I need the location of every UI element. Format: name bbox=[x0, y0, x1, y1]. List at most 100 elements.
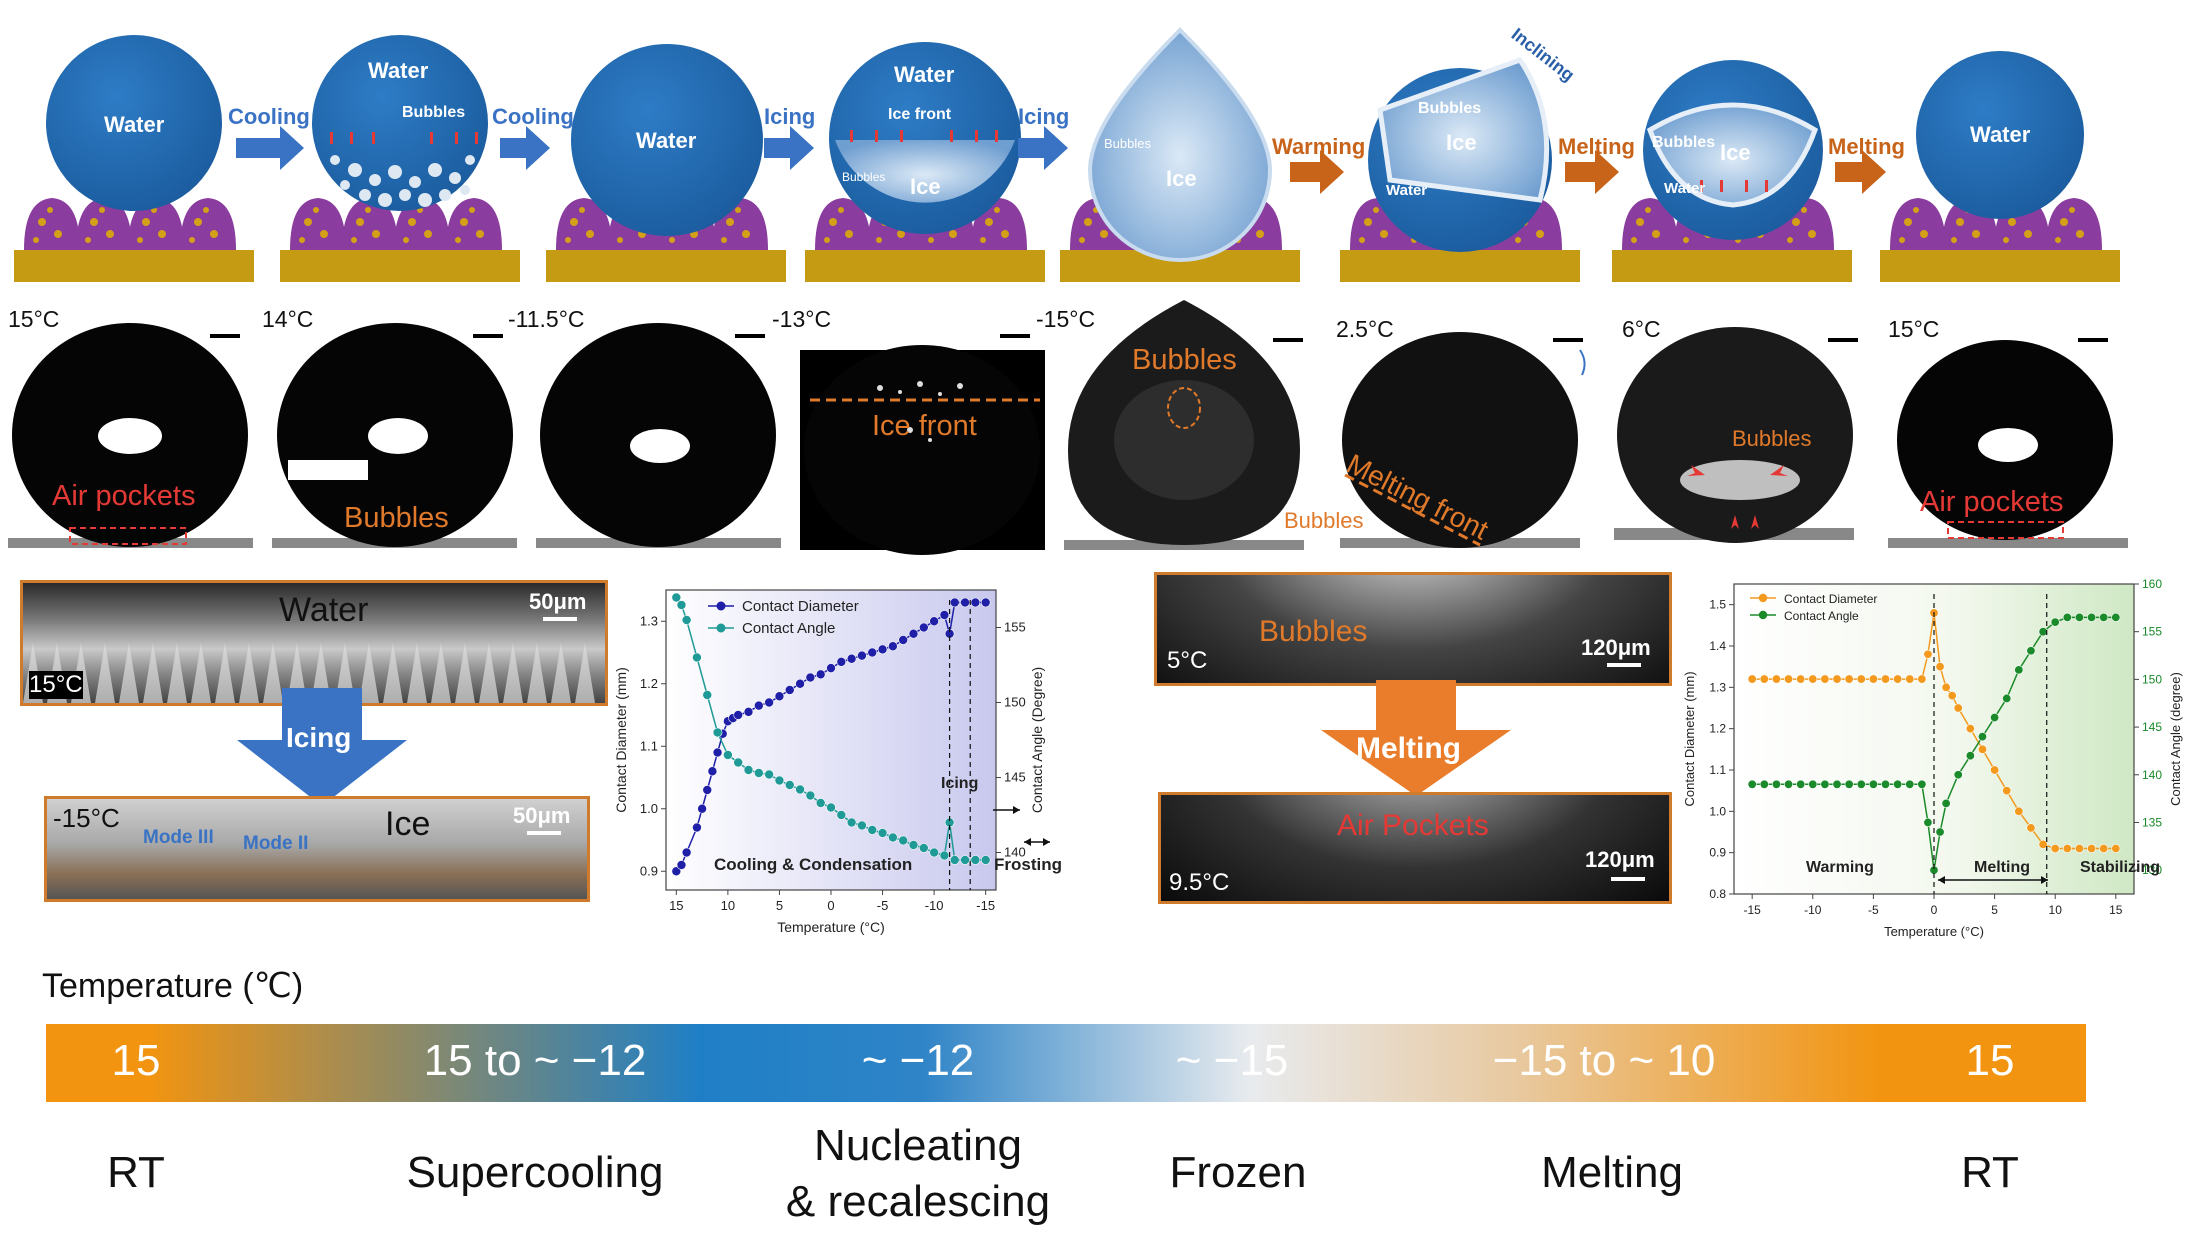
series-point-0 bbox=[712, 747, 723, 758]
x-tick-label: -15 bbox=[1744, 903, 1762, 917]
series-point-0 bbox=[2087, 844, 2097, 854]
series-point-0 bbox=[774, 691, 785, 702]
series-point-0 bbox=[1935, 662, 1945, 672]
series-point-0 bbox=[970, 597, 981, 608]
photo-8-air-pockets: Air pockets bbox=[1920, 486, 2064, 518]
y-left-tick-label: 0.9 bbox=[1709, 846, 1726, 860]
y-right-tick-label: 145 bbox=[2142, 720, 2162, 734]
y-right-tick-label: 155 bbox=[1004, 620, 1026, 635]
y-right-tick-label: 135 bbox=[2142, 815, 2162, 829]
schematic-drop-3 bbox=[546, 44, 786, 282]
series-point-0 bbox=[836, 657, 847, 667]
micro-left-top-label: Water bbox=[279, 591, 369, 629]
legend-label-1: Contact Angle bbox=[742, 620, 835, 637]
micro-left-bottom-scalebar bbox=[527, 831, 561, 835]
temp-value-5: −15 to ~ 10 bbox=[1492, 1036, 1716, 1085]
photo-4-ice-front: Ice front bbox=[872, 410, 977, 442]
series-point-0 bbox=[1784, 674, 1794, 684]
x-tick-label: 15 bbox=[669, 898, 683, 913]
y-left-tick-label: 1.2 bbox=[1709, 722, 1726, 736]
series-point-0 bbox=[697, 803, 707, 814]
annotation-0: Warming bbox=[1806, 859, 1874, 876]
drop-1-label: Water bbox=[104, 112, 165, 137]
series-point-0 bbox=[2038, 839, 2048, 849]
series-point-0 bbox=[929, 616, 939, 627]
series-point-0 bbox=[867, 647, 878, 658]
x-tick-label: -5 bbox=[1868, 903, 1879, 917]
schematic-drop-7 bbox=[1612, 60, 1852, 282]
series-point-1 bbox=[980, 855, 991, 865]
micro-left-mode-iii: Mode III bbox=[143, 827, 214, 848]
legend-marker-1 bbox=[716, 623, 726, 633]
drop-7-label-ice: Ice bbox=[1720, 140, 1751, 165]
y-left-tick-label: 0.9 bbox=[640, 863, 658, 878]
y-right-tick-label: 160 bbox=[2142, 577, 2162, 591]
stage-2: Supercooling bbox=[406, 1148, 664, 1197]
micro-left-bottom-scale: 50μm bbox=[513, 803, 571, 828]
annotation-2: Cooling & Condensation bbox=[714, 855, 912, 874]
series-point-0 bbox=[888, 641, 898, 652]
step-label-cooling-2: Cooling bbox=[492, 104, 574, 129]
series-point-0 bbox=[2050, 844, 2060, 854]
photo-3 bbox=[536, 323, 781, 548]
series-point-0 bbox=[2026, 823, 2036, 833]
series-point-0 bbox=[795, 678, 805, 689]
photo-2-bubbles: Bubbles bbox=[344, 502, 449, 534]
step-label-icing-1: Icing bbox=[764, 104, 816, 129]
series-point-1 bbox=[702, 690, 713, 700]
micro-right-bottom-temp: 9.5°C bbox=[1169, 869, 1230, 896]
series-point-1 bbox=[1941, 798, 1951, 808]
series-point-1 bbox=[929, 847, 939, 858]
series-point-1 bbox=[2074, 612, 2084, 622]
schematic-drop-5 bbox=[1060, 27, 1300, 282]
temp-value-3: ~ −12 bbox=[861, 1036, 975, 1085]
series-point-0 bbox=[846, 653, 857, 664]
series-point-0 bbox=[1820, 674, 1830, 684]
y-left-tick-label: 1.2 bbox=[640, 676, 658, 691]
series-point-1 bbox=[1917, 779, 1927, 789]
series-point-0 bbox=[1771, 674, 1781, 684]
series-point-1 bbox=[2111, 612, 2121, 622]
photo-8 bbox=[1888, 340, 2128, 548]
series-point-0 bbox=[1844, 674, 1854, 684]
series-point-1 bbox=[681, 615, 692, 625]
series-point-1 bbox=[692, 652, 702, 663]
series-point-1 bbox=[1820, 779, 1830, 789]
photo-1 bbox=[8, 323, 253, 548]
micro-right-bottom: Air Pockets 9.5°C 120μm bbox=[1158, 792, 1672, 904]
series-point-0 bbox=[1796, 674, 1806, 684]
x-tick-label: 15 bbox=[2109, 903, 2123, 917]
drop-3-label: Water bbox=[636, 128, 697, 153]
photo-row bbox=[0, 300, 2190, 560]
series-point-0 bbox=[1832, 674, 1842, 684]
x-tick-label: 0 bbox=[1931, 903, 1938, 917]
series-point-0 bbox=[1953, 703, 1963, 713]
series-point-0 bbox=[826, 663, 836, 673]
drop-4-label-icefront: Ice front bbox=[888, 106, 952, 123]
photo-2-temp: 14°C bbox=[262, 306, 314, 332]
photo-6 bbox=[1340, 332, 1586, 548]
y-left-axis-label: Contact Diameter (mm) bbox=[1682, 671, 1697, 806]
series-point-0 bbox=[754, 700, 764, 711]
x-tick-label: 10 bbox=[2049, 903, 2063, 917]
series-point-1 bbox=[1935, 827, 1945, 837]
series-point-0 bbox=[1941, 682, 1951, 692]
y-right-tick-label: 145 bbox=[1004, 770, 1026, 785]
series-point-1 bbox=[898, 835, 908, 846]
micro-right-top-scale: 120μm bbox=[1581, 635, 1651, 660]
series-point-0 bbox=[1947, 691, 1957, 701]
series-point-1 bbox=[826, 802, 836, 813]
micro-left-bottom-label: Ice bbox=[385, 805, 431, 843]
series-point-1 bbox=[2014, 665, 2024, 675]
series-point-1 bbox=[846, 817, 857, 828]
annotation-arrow-tail-0 bbox=[1938, 876, 1945, 884]
series-point-1 bbox=[2050, 617, 2060, 627]
photo-5-temp: -15°C bbox=[1036, 306, 1096, 332]
y-left-tick-label: 0.8 bbox=[1709, 887, 1726, 901]
step-label-melting-1: Melting bbox=[1558, 134, 1635, 159]
series-point-1 bbox=[754, 768, 764, 778]
drop-4-label-water: Water bbox=[894, 62, 955, 87]
photo-4 bbox=[800, 345, 1045, 555]
photo-3-temp: -11.5°C bbox=[508, 306, 585, 332]
